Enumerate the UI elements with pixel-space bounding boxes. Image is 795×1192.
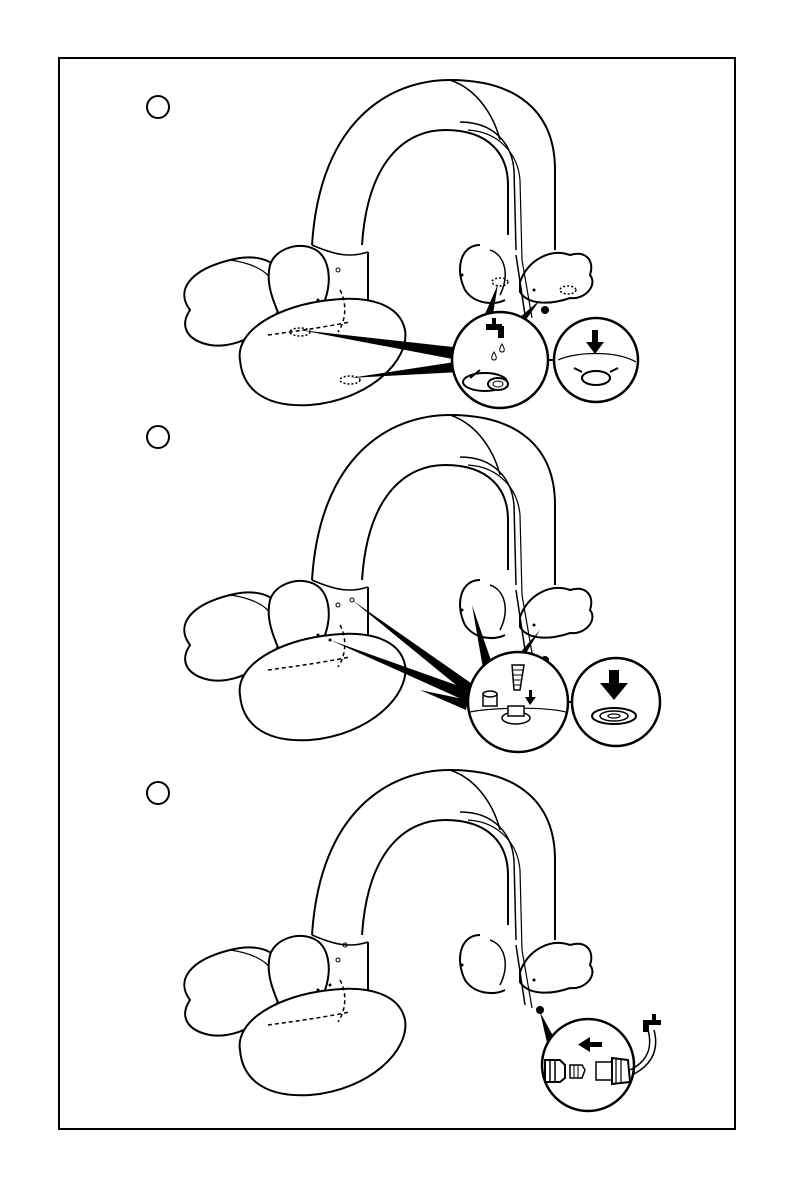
step-3-marker (147, 782, 169, 804)
water-tap-icon (643, 1014, 661, 1032)
step-2 (147, 415, 660, 752)
step-1 (147, 80, 638, 408)
step-3 (147, 770, 661, 1111)
step-2-marker (147, 426, 169, 448)
step-1-marker (147, 96, 169, 118)
